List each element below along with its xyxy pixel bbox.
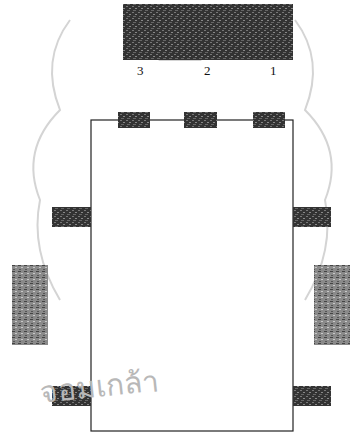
pin-pad xyxy=(253,112,285,128)
side-marking xyxy=(12,265,48,345)
pin-pad xyxy=(118,112,150,128)
side-pad xyxy=(52,207,91,227)
pin-number: 3 xyxy=(137,64,144,77)
pin-number: 2 xyxy=(204,64,211,77)
marking-block xyxy=(123,4,293,60)
side-pad xyxy=(293,386,331,406)
side-pad xyxy=(293,207,331,227)
pin-pad xyxy=(184,112,217,128)
side-marking xyxy=(314,265,350,345)
pin-number: 1 xyxy=(270,64,277,77)
